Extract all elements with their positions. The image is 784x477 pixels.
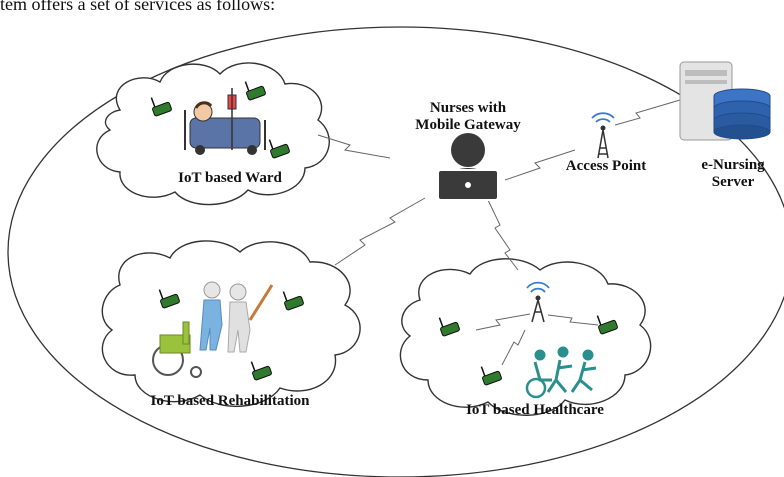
accessibility-sports-icon xyxy=(525,346,597,399)
hospital-bed-icon xyxy=(184,88,266,155)
link-nurse-rehab xyxy=(334,197,426,266)
iot-sensor-node-icon xyxy=(244,81,266,101)
iot-sensor-node-icon xyxy=(268,139,290,159)
iot-sensor-node-icon xyxy=(158,289,180,309)
iot-sensor-node-icon xyxy=(282,291,304,311)
link-nurse-ap xyxy=(504,149,576,181)
link-nurse-healthcare xyxy=(487,199,519,271)
link-ap-hc-3 xyxy=(501,329,526,366)
server-label: e-Nursing Server xyxy=(688,157,778,191)
link-ap-hc-1 xyxy=(475,313,531,331)
laptop-user-icon xyxy=(437,133,499,201)
iot-sensor-node-icon xyxy=(150,97,172,117)
ward-label: IoT based Ward xyxy=(178,170,282,186)
walking-assist-icon xyxy=(199,281,274,353)
iot-sensor-node-icon xyxy=(250,361,272,381)
system-boundary-ellipse xyxy=(7,26,784,477)
nurses-label-line1: Nurses with xyxy=(429,100,507,116)
wheelchair-icon xyxy=(152,321,202,378)
iot-sensor-node-icon xyxy=(480,366,502,386)
server-label-line1: e-Nursing xyxy=(701,157,765,173)
link-ap-server xyxy=(614,99,681,126)
nurses-label: Nurses with Mobile Gateway xyxy=(412,100,524,134)
iot-sensor-node-icon xyxy=(438,317,460,337)
antenna-tower-icon xyxy=(591,112,615,159)
caption-fragment: tem offers a set of services as follows: xyxy=(0,0,276,14)
iot-sensor-nodes xyxy=(150,81,618,386)
iot-sensor-node-icon xyxy=(596,315,618,335)
server-label-line2: Server xyxy=(711,174,755,190)
link-ward-nurse xyxy=(317,134,391,159)
healthcare-antenna-icon xyxy=(526,281,550,323)
access-point-label: Access Point xyxy=(565,158,647,174)
nurses-label-line2: Mobile Gateway xyxy=(415,117,521,133)
database-server-icon xyxy=(679,61,771,141)
rehabilitation-label: IoT based Rehabilitation xyxy=(150,393,310,409)
healthcare-cloud xyxy=(399,258,652,416)
healthcare-label: IoT based Healthcare xyxy=(466,402,604,418)
wireless-links xyxy=(317,99,681,366)
link-ap-hc-2 xyxy=(547,314,599,326)
